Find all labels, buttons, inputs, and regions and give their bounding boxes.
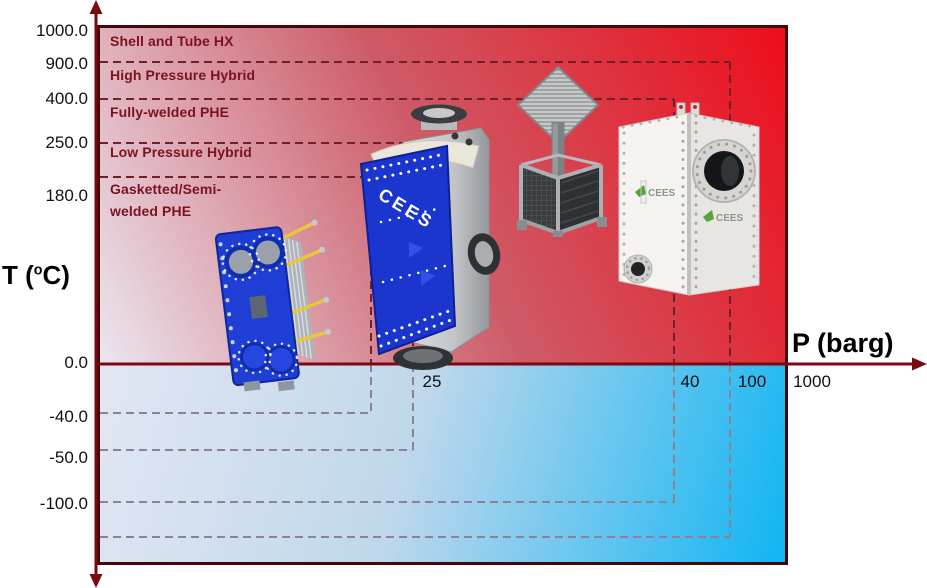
y-tick-900: 900.0: [45, 54, 88, 73]
y-tick-0: 0.0: [64, 353, 88, 372]
foot: [277, 380, 295, 392]
region-label-fully-welded-phe: Fully-welded PHE: [110, 104, 230, 120]
region-label-high-pressure-hybrid: High Pressure Hybrid: [110, 67, 256, 83]
pressure-axis-title: P (barg): [792, 328, 894, 358]
region-label-gasketted-line2: welded PHE: [110, 203, 192, 219]
block-hx-image: [516, 65, 607, 237]
blue-panel: [359, 144, 457, 356]
x-tick-40: 40: [680, 372, 700, 391]
block-face-right: [558, 165, 601, 233]
foot: [597, 217, 607, 227]
brand-text: CEES: [716, 213, 744, 224]
axis-arrow-down-icon: [89, 574, 103, 588]
region-label-shell-and-tube: Shell and Tube HX: [110, 33, 234, 49]
y-tick-minus50: -50.0: [49, 448, 88, 467]
y-tick-250: 250.0: [45, 133, 88, 152]
cold-temperature-zone: [99, 364, 786, 563]
top-rim: [520, 153, 602, 167]
gasketed-phe-image: [214, 219, 332, 392]
brand-text: CEES: [648, 188, 676, 199]
y-tick-1000: 1000.0: [36, 21, 88, 40]
region-label-low-pressure-hybrid: Low Pressure Hybrid: [110, 144, 252, 160]
watermark-arrow: [421, 270, 435, 286]
watermark-arrow: [409, 242, 423, 258]
fully-welded-phe-image: CEES: [359, 104, 501, 370]
x-tick-100: 100: [737, 372, 767, 391]
port-top-right: [251, 236, 284, 269]
y-tick-minus100: -100.0: [39, 494, 88, 513]
rod-nuts: [311, 219, 332, 335]
foot: [553, 231, 563, 237]
high-pressure-hybrid-hx-image: CEES CEES: [618, 102, 760, 296]
x-tick-1000: 1000: [793, 372, 831, 391]
y-tick-180: 180.0: [45, 186, 88, 205]
panel-slot: [640, 180, 647, 204]
foot: [243, 380, 261, 392]
block-face-left: [521, 165, 558, 233]
port-bottom-right: [266, 345, 296, 375]
side-flange: [467, 233, 501, 275]
x-tick-25: 25: [422, 372, 442, 391]
axis-arrow-up-icon: [89, 0, 103, 14]
nameplate: [249, 295, 268, 319]
foot: [517, 220, 527, 230]
port-bottom-left: [240, 342, 270, 372]
y-tick-minus40: -40.0: [49, 407, 88, 426]
region-label-gasketted-line1: Gasketted/Semi-: [110, 181, 222, 197]
temperature-axis-title: T (oC): [2, 260, 70, 290]
brand-logo: CEES: [703, 210, 744, 224]
axis-arrow-right-icon: [912, 357, 927, 371]
leaf-icon: [703, 210, 714, 222]
y-tick-400: 400.0: [45, 89, 88, 108]
